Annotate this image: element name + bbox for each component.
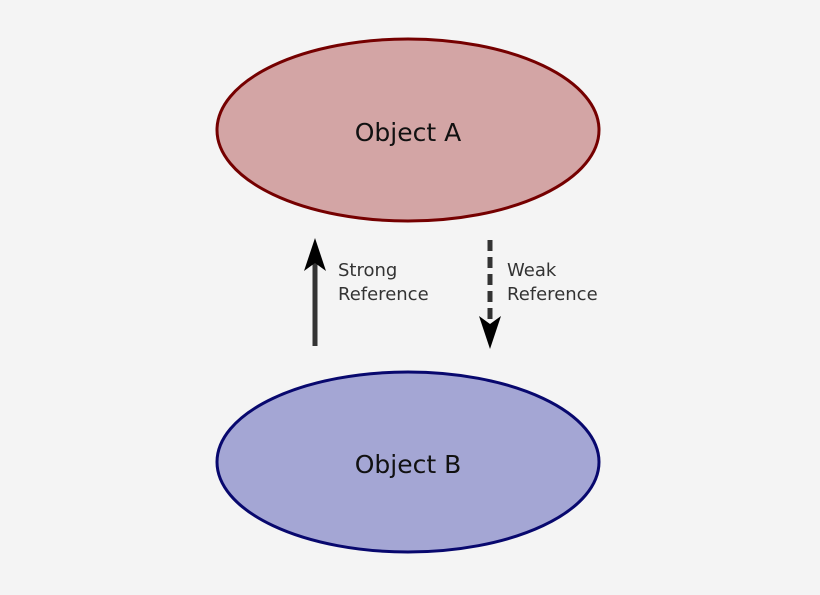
- weak-reference-arrowhead: [479, 316, 501, 349]
- weak-reference-arrow: [479, 240, 501, 349]
- strong-reference-label-line2: Reference: [338, 284, 429, 305]
- object-a-node: Object A: [215, 37, 601, 223]
- weak-reference-label-line2: Reference: [507, 284, 598, 305]
- object-a-label: Object A: [355, 118, 461, 147]
- object-b-ellipse: [215, 370, 601, 554]
- object-b-node: Object B: [215, 370, 601, 554]
- object-a-ellipse: [215, 37, 601, 223]
- strong-reference-arrowhead: [304, 238, 326, 271]
- strong-reference-label: Strong Reference: [338, 260, 429, 305]
- weak-reference-label-line1: Weak: [507, 260, 557, 281]
- strong-reference-arrow: [304, 238, 326, 346]
- strong-reference-label-line1: Strong: [338, 260, 397, 281]
- object-b-label: Object B: [355, 450, 462, 479]
- weak-reference-label: Weak Reference: [507, 260, 598, 305]
